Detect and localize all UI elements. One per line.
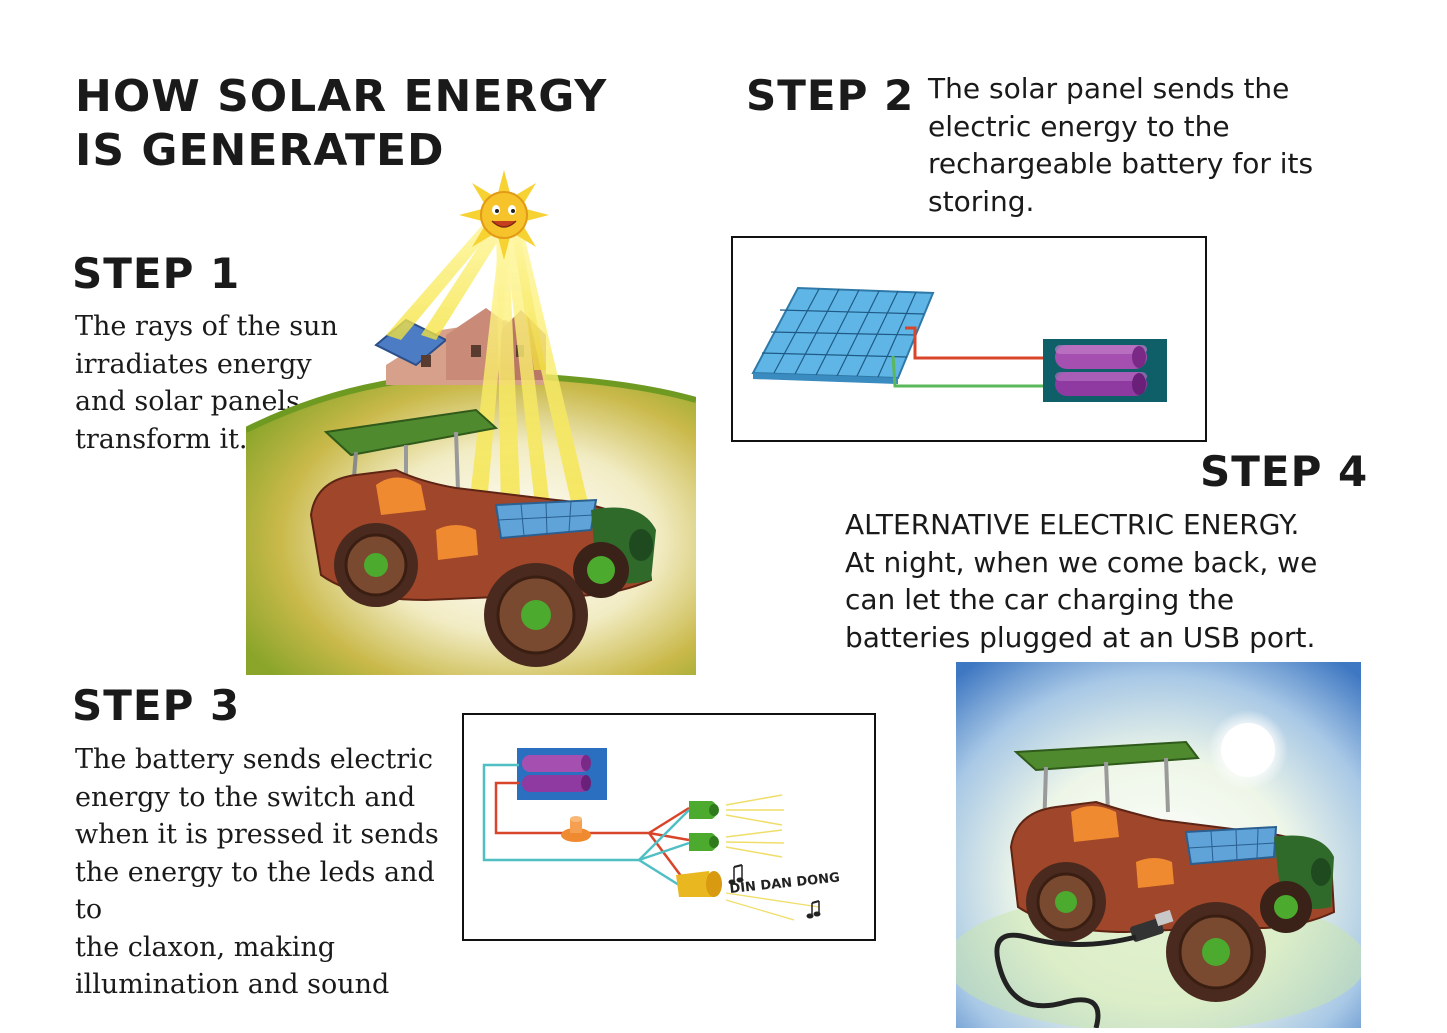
car-wheel <box>334 523 418 607</box>
red-wire <box>905 326 1043 360</box>
battery-icon <box>517 748 607 800</box>
step-4-line: can let the car charging the <box>845 583 1235 616</box>
solar-car-illustration <box>309 408 656 667</box>
step-4-line: batteries plugged at an USB port. <box>845 620 1316 654</box>
step-2-description: The solar panel sends the electric energ… <box>928 70 1398 220</box>
step-4-illustration <box>956 662 1361 1028</box>
led-icon <box>689 794 784 826</box>
step-3-line: the claxon, making <box>75 931 336 963</box>
car-wheel <box>1166 902 1266 1002</box>
step-1-line: irradiates energy <box>75 348 312 380</box>
battery-icon <box>1043 339 1167 402</box>
step-2-line: The solar panel sends the <box>928 72 1290 105</box>
switch-icon <box>561 816 591 842</box>
step-2-diagram <box>731 236 1207 442</box>
step-4-line: ALTERNATIVE ELECTRIC ENERGY. <box>845 508 1300 541</box>
step-2-heading: STEP 2 <box>746 71 915 120</box>
step-3-line: when it is pressed it sends <box>75 819 439 850</box>
music-note-icon <box>806 900 821 919</box>
car-wheel <box>1026 862 1106 942</box>
step-1-description: The rays of the sun irradiates energy an… <box>75 308 355 458</box>
step-4-description: ALTERNATIVE ELECTRIC ENERGY. At night, w… <box>845 506 1405 656</box>
solar-panel-icon <box>751 286 935 384</box>
red-wire <box>494 781 564 835</box>
step-3-line: The battery sends electric <box>75 744 433 775</box>
charging-car-illustration <box>994 740 1336 1028</box>
step-1-line: transform it. <box>75 423 248 455</box>
step-2-line: electric energy to the <box>928 109 1230 143</box>
page-title: HOW SOLAR ENERGY IS GENERATED <box>75 70 675 178</box>
horn-sound-text: DIN DAN DONG <box>729 870 841 896</box>
led-icon <box>689 829 785 858</box>
step-3-line: the energy to the leds and to <box>75 856 435 926</box>
step-3-line: energy to the switch and <box>75 781 416 813</box>
smiling-sun-icon <box>459 170 549 260</box>
usb-cable <box>994 932 1137 1028</box>
step-4-heading: STEP 4 <box>1200 447 1369 496</box>
horn-icon <box>676 871 820 921</box>
green-wire <box>891 355 1043 388</box>
car-wheel <box>1260 881 1312 933</box>
cyan-wire <box>482 763 680 887</box>
step-2-line: rechargeable battery for its <box>928 147 1314 180</box>
step-3-line: illumination and sound <box>75 969 390 1000</box>
music-note-icon <box>728 864 744 885</box>
car-wheel <box>573 542 629 598</box>
step-1-line: The rays of the sun <box>75 311 338 342</box>
step-1-line: and solar panels <box>75 386 300 417</box>
step-1-heading: STEP 1 <box>72 249 241 298</box>
step-2-line: storing. <box>928 184 1035 218</box>
sun-rays <box>386 215 591 515</box>
page-title-line-2: IS GENERATED <box>75 125 445 176</box>
step-3-description: The battery sends electric energy to the… <box>75 741 460 1004</box>
usb-plug-icon <box>1130 909 1174 942</box>
car-wheel <box>484 563 588 667</box>
page-title-line-1: HOW SOLAR ENERGY <box>75 71 608 122</box>
step-4-line: At night, when we come back, we <box>845 545 1318 579</box>
step-3-heading: STEP 3 <box>72 681 241 730</box>
step-1-illustration <box>246 170 696 675</box>
step-3-diagram: DIN DAN DONG <box>462 713 876 941</box>
